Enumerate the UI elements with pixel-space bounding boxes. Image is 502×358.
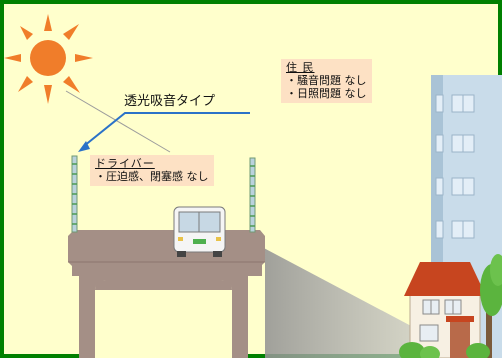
elevated-road-structure — [68, 230, 265, 358]
shadow-area — [250, 246, 430, 358]
tree — [480, 254, 502, 358]
bus — [173, 206, 226, 257]
sun-icon — [4, 14, 93, 104]
right-sound-barrier — [249, 157, 256, 233]
driver-line-oppression: ・圧迫感、閉塞感 なし — [95, 170, 209, 183]
residents-callout: 住 民 ・騒音問題 なし ・日照問題 なし — [281, 59, 372, 103]
sunlight-ray — [65, 90, 171, 153]
residents-line-sunlight: ・日照問題 なし — [286, 87, 367, 100]
house — [404, 262, 486, 358]
residents-line-noise: ・騒音問題 なし — [286, 74, 367, 87]
driver-title: ドライバー — [95, 157, 155, 170]
panel-type-label: 透光吸音タイプ — [124, 94, 216, 109]
residents-title: 住 民 — [286, 61, 315, 74]
panel-pointer-arrow — [78, 112, 250, 152]
left-sound-barrier — [71, 155, 78, 233]
bushes — [399, 342, 490, 358]
driver-callout: ドライバー ・圧迫感、閉塞感 なし — [90, 155, 214, 186]
